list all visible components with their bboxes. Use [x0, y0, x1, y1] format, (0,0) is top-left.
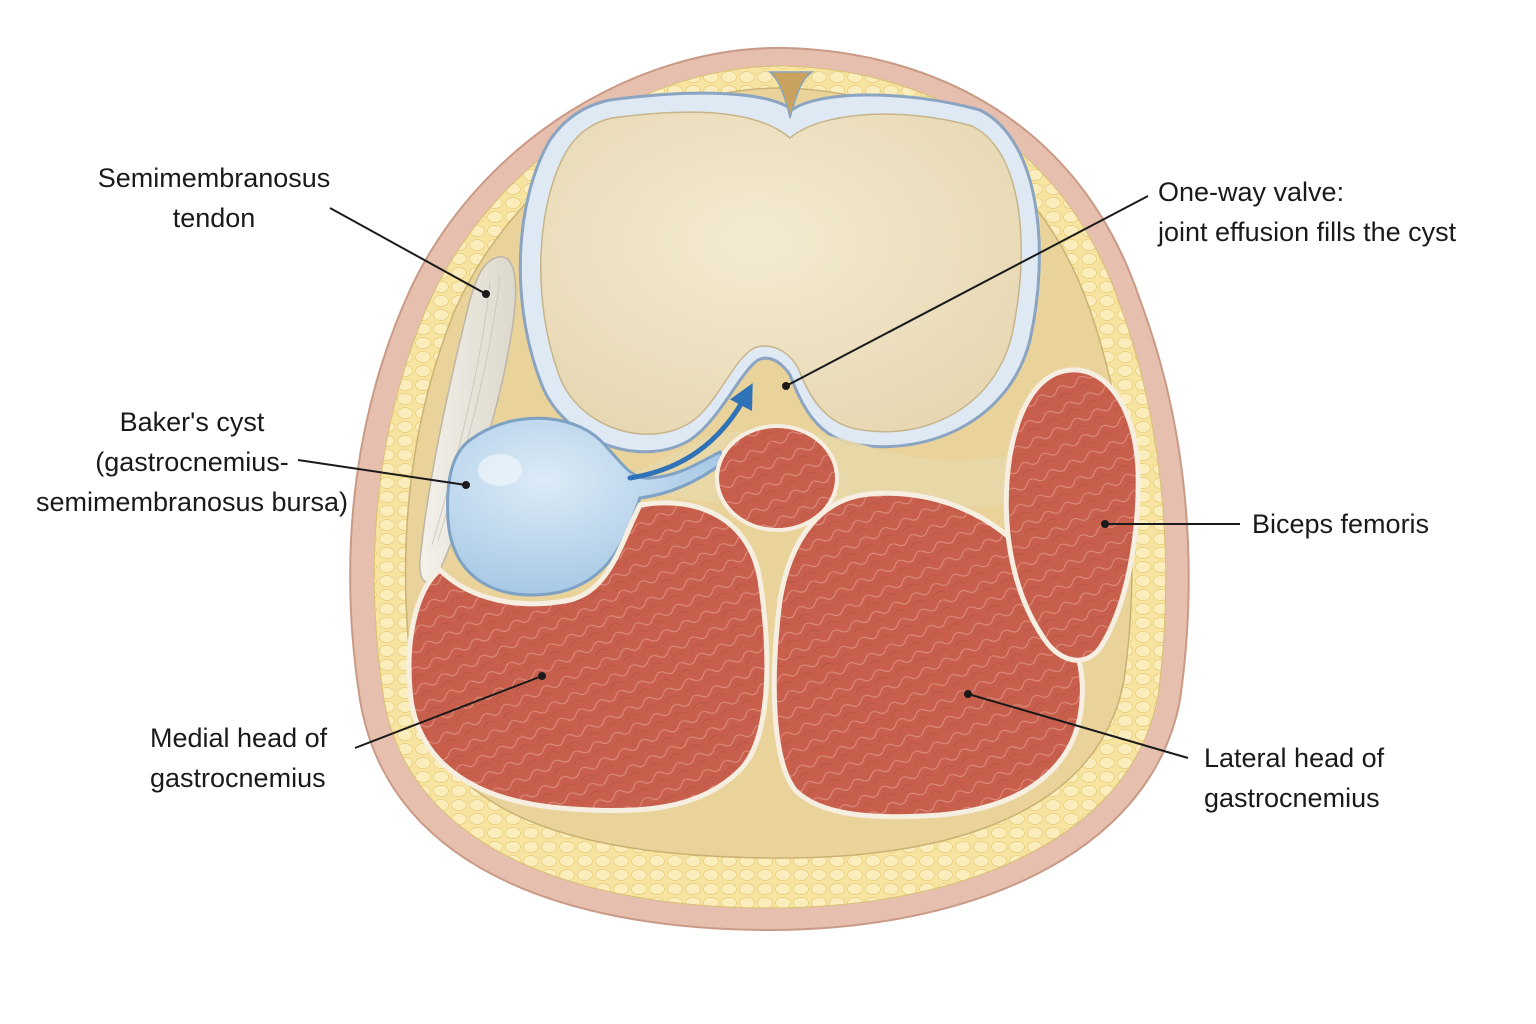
valve-flow-arrow — [627, 383, 753, 481]
label-line: gastrocnemius — [1204, 783, 1380, 813]
label-line: Baker's cyst — [119, 407, 265, 437]
label-one-way-valve: One-way valve: joint effusion fills the … — [1158, 172, 1456, 252]
label-lateral-head: Lateral head of gastrocnemius — [1204, 738, 1384, 818]
leader-lateral-head — [967, 693, 1189, 759]
leader-bakers-cyst — [297, 459, 467, 486]
label-line: One-way valve: — [1158, 177, 1345, 207]
label-line: (gastrocnemius- — [95, 447, 289, 477]
medial-head-gastrocnemius — [406, 500, 770, 814]
leader-semimembranosus-tendon — [329, 207, 487, 295]
label-biceps-femoris: Biceps femoris — [1252, 504, 1429, 544]
label-line: Lateral head of — [1204, 743, 1385, 773]
label-line: gastrocnemius — [150, 763, 326, 793]
label-semimembranosus-tendon: Semimembranosus tendon — [82, 158, 346, 238]
label-line: Biceps femoris — [1252, 509, 1430, 539]
biceps-femoris — [1003, 367, 1141, 663]
leader-one-way-valve — [785, 195, 1149, 387]
label-medial-head: Medial head of gastrocnemius — [150, 718, 327, 798]
label-line: Medial head of — [150, 723, 328, 753]
intercondylar-notch — [767, 71, 815, 119]
leader-medial-head — [354, 675, 543, 749]
femur-condyles — [540, 111, 1022, 435]
label-line: tendon — [172, 203, 256, 233]
leader-lines — [297, 195, 1240, 759]
label-line: Semimembranosus — [97, 163, 331, 193]
label-line: joint effusion fills the cyst — [1158, 217, 1457, 247]
label-bakers-cyst: Baker's cyst (gastrocnemius- semimembran… — [32, 402, 352, 522]
central-muscle — [715, 424, 839, 532]
label-line: semimembranosus bursa) — [35, 487, 349, 517]
